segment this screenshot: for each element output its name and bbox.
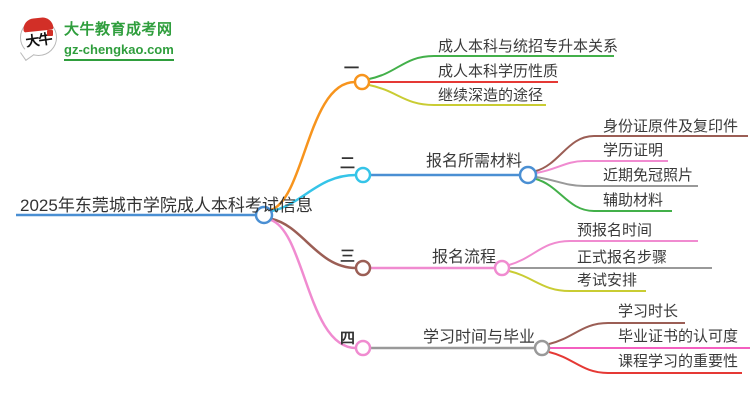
site-url: gz-chengkao.com <box>64 42 174 61</box>
leaf-label-2-3: 近期免冠照片 <box>603 167 694 184</box>
edge-root-branch-2 <box>271 173 357 213</box>
edge-leaf-2-1 <box>535 135 748 172</box>
logo-seal-icon <box>47 30 53 36</box>
topic-3-label: 报名流程 <box>432 249 497 266</box>
leaf-label-3-1: 预报名时间 <box>577 222 653 239</box>
branch-1-label: 一 <box>344 60 360 77</box>
site-logo: 大牛 大牛教育成考网 gz-chengkao.com <box>20 16 220 62</box>
edge-leaf-3-1 <box>508 240 698 266</box>
leaf-label-2-2: 学历证明 <box>603 142 664 159</box>
branch-3-label: 三 <box>340 248 356 265</box>
branch-4-label: 四 <box>340 330 356 347</box>
topic-3-circle <box>493 259 511 277</box>
branch-2-circle <box>354 166 372 184</box>
leaf-label-2-1: 身份证原件及复印件 <box>603 118 739 135</box>
edge-leaf-4-1 <box>548 322 685 345</box>
edge-leaf-2-2 <box>535 160 668 174</box>
site-name: 大牛教育成考网 <box>64 21 173 38</box>
leaf-label-4-3: 课程学习的重要性 <box>618 353 739 370</box>
root-node-circle <box>254 205 274 225</box>
edge-leaf-3-3 <box>508 270 646 292</box>
topic-2-label: 报名所需材料 <box>426 153 523 170</box>
branch-2-label: 二 <box>340 155 356 172</box>
edge-leaf-2-4 <box>535 178 672 212</box>
topic-4-label: 学习时间与毕业 <box>423 329 536 346</box>
branch-3-circle <box>354 259 372 277</box>
logo-badge: 大牛 <box>20 16 57 56</box>
edge-root-branch-4 <box>270 218 357 350</box>
leaf-label-2-4: 辅助材料 <box>603 192 664 209</box>
leaf-label-3-3: 考试安排 <box>577 272 638 289</box>
edge-root-branch-3 <box>271 217 357 270</box>
edge-leaf-1-1 <box>368 55 614 80</box>
leaf-label-3-2: 正式报名步骤 <box>577 249 668 266</box>
leaf-label-1-1: 成人本科与统招专升本关系 <box>438 38 619 55</box>
leaf-label-4-1: 学习时长 <box>618 303 679 320</box>
branch-1-circle <box>353 73 371 91</box>
edge-leaf-1-3 <box>368 84 546 106</box>
branch-4-circle <box>354 339 372 357</box>
logo-text: 大牛教育成考网 gz-chengkao.com <box>64 18 174 61</box>
edge-leaf-4-3 <box>548 351 742 374</box>
edge-root-branch-1 <box>270 80 356 212</box>
topic-2-circle <box>518 165 538 185</box>
edge-leaf-2-3 <box>535 176 698 187</box>
leaf-label-4-2: 毕业证书的认可度 <box>618 328 739 345</box>
logo-badge-text: 大牛 <box>24 30 53 50</box>
topic-4-circle <box>533 339 551 357</box>
leaf-label-1-3: 继续深造的途径 <box>438 87 544 104</box>
root-node-label: 2025年东莞城市学院成人本科考试信息 <box>20 196 313 215</box>
leaf-label-1-2: 成人本科学历性质 <box>438 63 559 80</box>
